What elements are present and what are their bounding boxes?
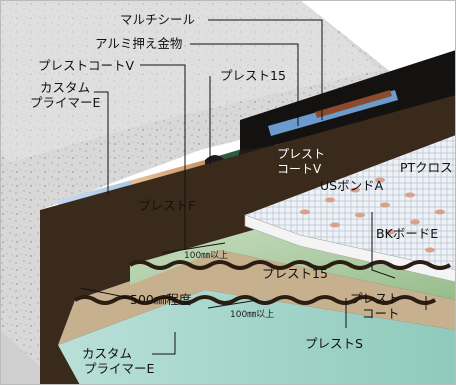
label-plestcoat-v-wall-1: プレスト	[277, 147, 325, 161]
label-custom-primer-e-bottom-1: カスタム	[82, 346, 132, 361]
label-width-500: 500㎜程度	[130, 292, 192, 307]
pt-cross-mesh	[245, 135, 456, 270]
us-bond-a-dots	[300, 177, 445, 253]
label-plest15-top: プレスト15	[220, 68, 286, 83]
label-bk-board-e: BKボードE	[376, 226, 438, 241]
label-custom-primer-e-top-1: カスタム	[40, 80, 90, 95]
label-plest15-floor: プレスト15	[262, 266, 328, 281]
label-plest-s: プレストS	[305, 336, 363, 351]
label-mulch-seal: マルチシール	[120, 12, 195, 27]
label-plest-f: プレストF	[138, 198, 195, 213]
label-aluminum-press: アルミ押え金物	[95, 36, 182, 51]
leader-lines	[79, 19, 427, 355]
bk-board-e	[244, 214, 456, 283]
label-us-bond-a: USボンドA	[320, 178, 384, 193]
label-overlap-100-lower: 100㎜以上	[230, 309, 274, 320]
label-plest-coat-1: プレスト	[350, 291, 400, 306]
label-pt-cross: PTクロス	[400, 160, 453, 175]
mulch-seal-bead	[315, 90, 392, 118]
label-overlap-100-upper: 100㎜以上	[184, 250, 228, 261]
wavy-edge-1	[128, 260, 452, 270]
plest-s-floor	[58, 290, 456, 385]
label-plest-coat-2: コート	[362, 306, 400, 321]
label-plestcoat-v-top: プレストコートV	[38, 58, 135, 73]
label-plestcoat-v-wall-2: コートV	[277, 162, 322, 176]
label-custom-primer-e-top-2: プライマーE	[30, 95, 101, 110]
label-custom-primer-e-bottom-2: プライマーE	[84, 361, 155, 376]
